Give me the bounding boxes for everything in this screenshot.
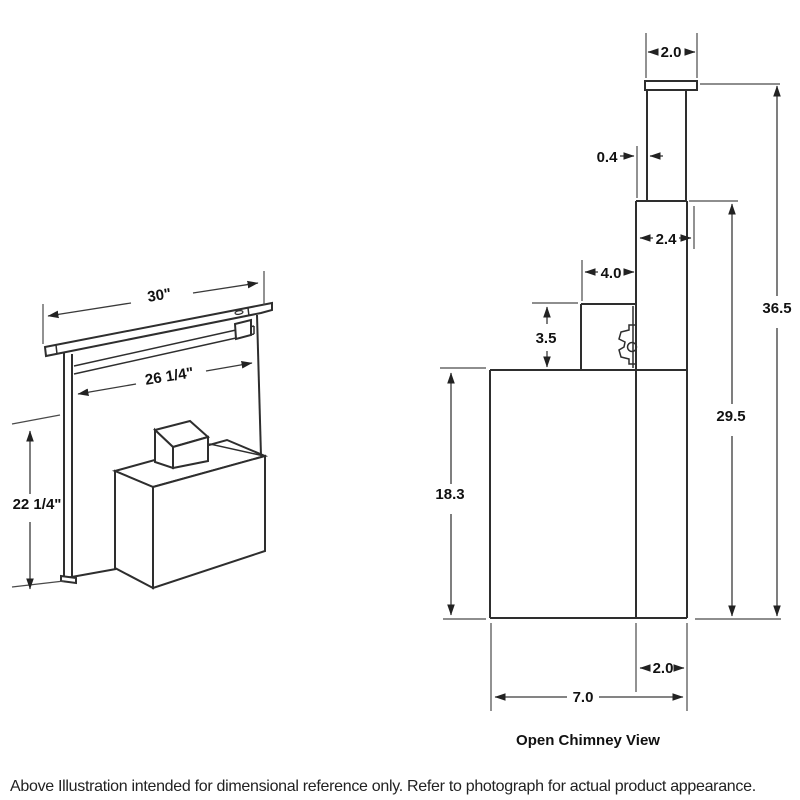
brand-mark [234,309,244,316]
left-column [60,352,77,585]
vent-opening-width-label: 26 1/4" [144,364,195,388]
dimension-body-depth: 7.0 [490,623,684,711]
chimney-column [632,200,688,618]
back-panel [65,314,262,579]
rear-box-height-label: 3.5 [536,330,557,347]
dimension-upper-chimney-depth: 2.4 [639,206,695,249]
perspective-view: 30" 26 1/4" 22 1/4" [11,271,273,590]
dimension-overall-width: 30" [42,271,265,344]
unit-body [489,369,687,619]
junction-box [152,419,211,470]
upper-chimney-depth-label: 2.4 [656,231,678,248]
disclaimer-caption: Above Illustration intended for dimensio… [10,778,756,795]
chimney-duct [644,80,698,201]
body-depth-label: 7.0 [573,689,594,706]
right-bracket [233,318,252,341]
lower-chimney-depth-label: 2.0 [653,660,674,677]
dimension-rear-box-height: 3.5 [532,302,578,368]
knockout-detail [618,324,638,365]
cap-width-label: 2.0 [661,44,682,61]
dimension-chimney-height: 29.5 [689,200,746,617]
duct-offset-label: 0.4 [597,149,619,166]
chimney-cap [644,80,698,91]
body-height-label: 18.3 [435,486,464,503]
rear-box [580,303,636,370]
dimension-cap-width: 2.0 [645,33,698,78]
dimension-duct-offset: 0.4 [597,146,663,198]
rear-box-depth-label: 4.0 [601,265,622,282]
dimension-lower-chimney-depth: 2.0 [635,623,688,711]
technical-drawing: 30" 26 1/4" 22 1/4" [11,33,792,749]
perspective-height-label: 22 1/4" [13,496,62,513]
dimension-perspective-height: 22 1/4" [11,414,65,590]
vent-band [73,318,255,375]
blower-box [111,438,269,590]
chimney-height-label: 29.5 [716,408,745,425]
overall-height-label: 36.5 [762,300,791,317]
top-rail [43,301,273,358]
side-view-title: Open Chimney View [516,732,660,749]
overall-width-label: 30" [146,285,172,306]
dimension-body-height: 18.3 [435,367,486,620]
dimension-overall-height: 36.5 [695,83,792,620]
dimension-rear-box-depth: 4.0 [581,260,635,301]
side-view: 2.0 0.4 2.4 4.0 3.5 [435,33,792,749]
